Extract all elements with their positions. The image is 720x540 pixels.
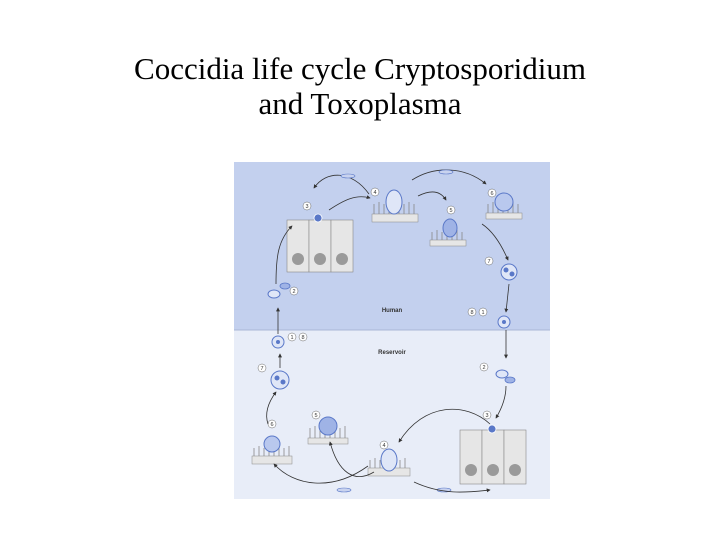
- stage-number-8-human: 8: [470, 310, 473, 316]
- parasite-icon: [380, 448, 398, 472]
- parasite-icon: [318, 416, 338, 436]
- stage-number-5-human: 5: [449, 208, 452, 214]
- epithelial-cells-icon: [429, 218, 467, 247]
- epithelial-cells-icon: [459, 424, 527, 485]
- stage-number-1-human: 1: [481, 310, 484, 316]
- cycle-arrow-icon: [481, 223, 509, 261]
- title-line-1: Coccidia life cycle Cryptosporidium: [134, 51, 586, 86]
- cycle-arrow-icon: [328, 195, 371, 211]
- cycle-arrow-icon: [275, 225, 293, 285]
- epithelial-cells-icon: [371, 189, 419, 223]
- cycle-arrow-icon: [266, 391, 277, 425]
- parasite-icon: [497, 315, 511, 329]
- stage-number-7-human: 7: [487, 259, 490, 265]
- epithelial-cells-icon: [286, 213, 354, 273]
- cycle-arrow-icon: [273, 463, 369, 484]
- cycle-arrow-icon: [504, 283, 510, 313]
- cycle-arrow-icon: [313, 174, 370, 195]
- stage-number-2-reservoir: 2: [482, 365, 485, 371]
- cycle-arrow-icon: [417, 191, 447, 201]
- stage-number-7-reservoir: 7: [260, 366, 263, 372]
- parasite-icon: [487, 424, 497, 434]
- parasite-icon: [442, 218, 458, 238]
- reservoir-zone-label: Reservoir: [378, 350, 406, 356]
- stage-number-8-reservoir: 8: [301, 335, 304, 341]
- life-cycle-diagram: Human Reservoir 3 4 5: [234, 162, 550, 499]
- human-zone: [234, 162, 550, 330]
- stage-number-3-human: 3: [305, 204, 308, 210]
- parasite-icon: [494, 192, 514, 212]
- stage-number-4-human: 4: [373, 190, 376, 196]
- parasite-icon: [495, 369, 516, 384]
- human-zone-label: Human: [382, 308, 403, 314]
- cycle-arrow-icon: [398, 408, 491, 443]
- parasite-icon: [500, 263, 518, 281]
- stage-number-2-human: 2: [292, 289, 295, 295]
- stage-number-6-human: 6: [490, 191, 493, 197]
- epithelial-cells-icon: [307, 416, 349, 445]
- parasite-icon: [270, 370, 290, 390]
- slide-title: Coccidia life cycle Cryptosporidium and …: [0, 51, 720, 121]
- epithelial-cells-icon: [251, 435, 293, 465]
- parasite-icon: [313, 213, 323, 223]
- parasite-icon: [438, 169, 454, 175]
- life-cycle-figure: Human Reservoir 3 4 5: [234, 162, 550, 499]
- stage-number-1-reservoir: 1: [290, 335, 293, 341]
- parasite-icon: [267, 282, 291, 299]
- stage-number-4-reservoir: 4: [382, 443, 385, 449]
- cycle-arrow-icon: [328, 441, 375, 477]
- parasite-icon: [271, 335, 285, 349]
- parasite-icon: [336, 487, 352, 493]
- title-line-2: and Toxoplasma: [258, 85, 462, 121]
- stage-number-3-reservoir: 3: [485, 413, 488, 419]
- cycle-arrow-icon: [495, 385, 507, 419]
- parasite-icon: [385, 189, 403, 215]
- stage-number-5-reservoir: 5: [314, 413, 317, 419]
- epithelial-cells-icon: [485, 192, 523, 220]
- parasite-icon: [340, 173, 356, 179]
- epithelial-cells-icon: [367, 448, 411, 477]
- stage-number-6-reservoir: 6: [270, 422, 273, 428]
- cycle-arrow-icon: [413, 481, 491, 493]
- parasite-icon: [263, 435, 281, 453]
